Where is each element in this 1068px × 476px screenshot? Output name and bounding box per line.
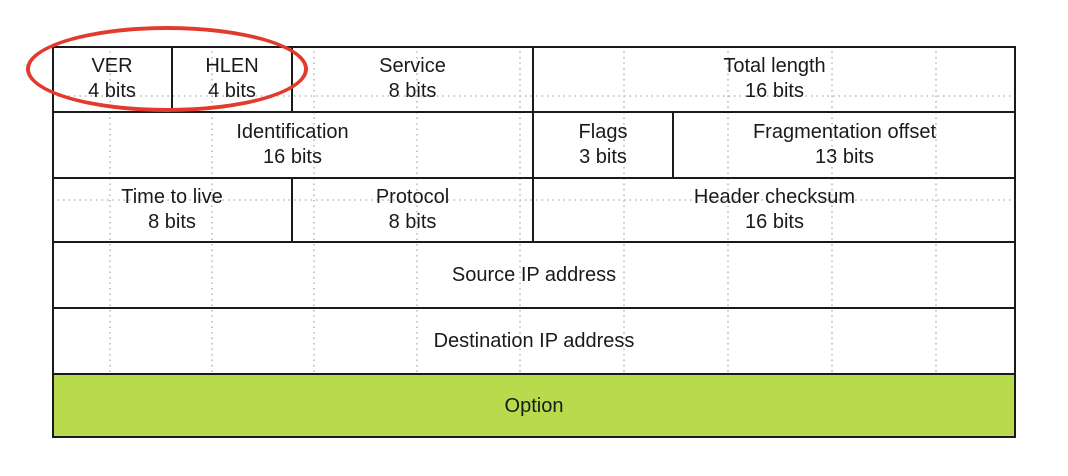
total-length-size: 16 bits (745, 80, 804, 102)
fragmentation-offset-field: Fragmentation offset 13 bits (673, 112, 1016, 178)
option-label: Option (504, 394, 564, 417)
time-to-live-size: 8 bits (148, 211, 196, 233)
identification-label: Identification (236, 121, 349, 143)
protocol-size: 8 bits (388, 211, 437, 233)
service-label: Service (379, 55, 446, 77)
identification-size: 16 bits (263, 146, 322, 168)
source-ip-field: Source IP address (52, 242, 1016, 308)
time-to-live-field: Time to live 8 bits (52, 178, 292, 242)
protocol-field: Protocol 8 bits (292, 178, 533, 242)
time-to-live-label: Time to live (121, 186, 223, 208)
flags-label: Flags (578, 121, 628, 143)
protocol-label: Protocol (375, 186, 450, 208)
ver-size: 4 bits (88, 80, 136, 102)
flags-size: 3 bits (579, 146, 627, 168)
hlen-label: HLEN (205, 55, 259, 77)
total-length-label: Total length (723, 55, 826, 77)
identification-field: Identification 16 bits (52, 112, 533, 178)
header-checksum-size: 16 bits (745, 211, 804, 233)
flags-field: Flags 3 bits (533, 112, 673, 178)
hlen-field: HLEN 4 bits (172, 46, 292, 112)
source-ip-label: Source IP address (451, 263, 617, 286)
header-checksum-field: Header checksum 16 bits (533, 178, 1016, 242)
ver-label: VER (91, 55, 133, 77)
destination-ip-field: Destination IP address (52, 308, 1016, 374)
ver-field: VER 4 bits (52, 46, 172, 112)
option-field: Option (52, 374, 1016, 438)
hlen-size: 4 bits (208, 80, 256, 102)
service-size: 8 bits (388, 80, 437, 102)
ip-header-diagram: VER 4 bits HLEN 4 bits Service 8 bits To… (52, 46, 1016, 438)
total-length-field: Total length 16 bits (533, 46, 1016, 112)
service-field: Service 8 bits (292, 46, 533, 112)
header-checksum-label: Header checksum (693, 186, 856, 208)
fragmentation-offset-label: Fragmentation offset (752, 121, 937, 143)
destination-ip-label: Destination IP address (433, 329, 635, 352)
fragmentation-offset-size: 13 bits (815, 146, 874, 168)
